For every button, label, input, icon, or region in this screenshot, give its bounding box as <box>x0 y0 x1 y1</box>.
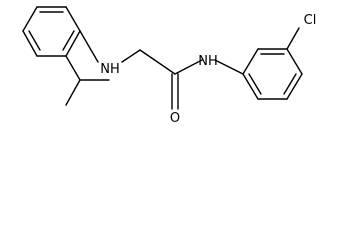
ring1-bond-6 <box>22 6 38 32</box>
ch2-to-carbonyl-bond <box>139 49 176 75</box>
ring2-bond-3 <box>286 48 303 75</box>
ring2-bond-1 <box>242 48 259 75</box>
acetamide-linker <box>79 30 244 110</box>
ring1-double-bond-2 <box>62 30 75 51</box>
ring2-bond-4 <box>286 73 303 100</box>
chlorophenyl-ring <box>242 48 303 100</box>
ring2-to-cl-bond <box>286 27 300 50</box>
isopropyl-bond-ring <box>65 55 81 81</box>
carbonyl-to-nh-bond <box>174 59 203 75</box>
isopropylphenyl-ring <box>22 6 81 57</box>
ring2-double-bond-2 <box>283 73 297 95</box>
amine-nh-label: NH <box>100 62 120 77</box>
ring2-double-bond-3 <box>248 73 262 95</box>
ring2-bond-6 <box>242 73 259 100</box>
ring1-to-nh-bond <box>79 30 99 63</box>
isopropyl-bond-methyl-left <box>65 79 81 106</box>
ring1-bond-2 <box>65 6 81 32</box>
ring1-double-bond-3 <box>28 30 41 51</box>
nh-to-ch2-bond <box>121 49 141 63</box>
amide-nh-label: NH <box>198 54 218 69</box>
ring1-bond-5 <box>22 30 38 57</box>
nh-to-ring2-bond <box>214 59 244 75</box>
chlorine-label: Cl <box>304 13 317 28</box>
ring1-bond-3 <box>65 30 81 57</box>
chemical-structure-diagram: NH NH O Cl <box>22 6 317 126</box>
carbonyl-oxygen-label: O <box>170 111 180 126</box>
isopropyl-group <box>65 55 110 106</box>
